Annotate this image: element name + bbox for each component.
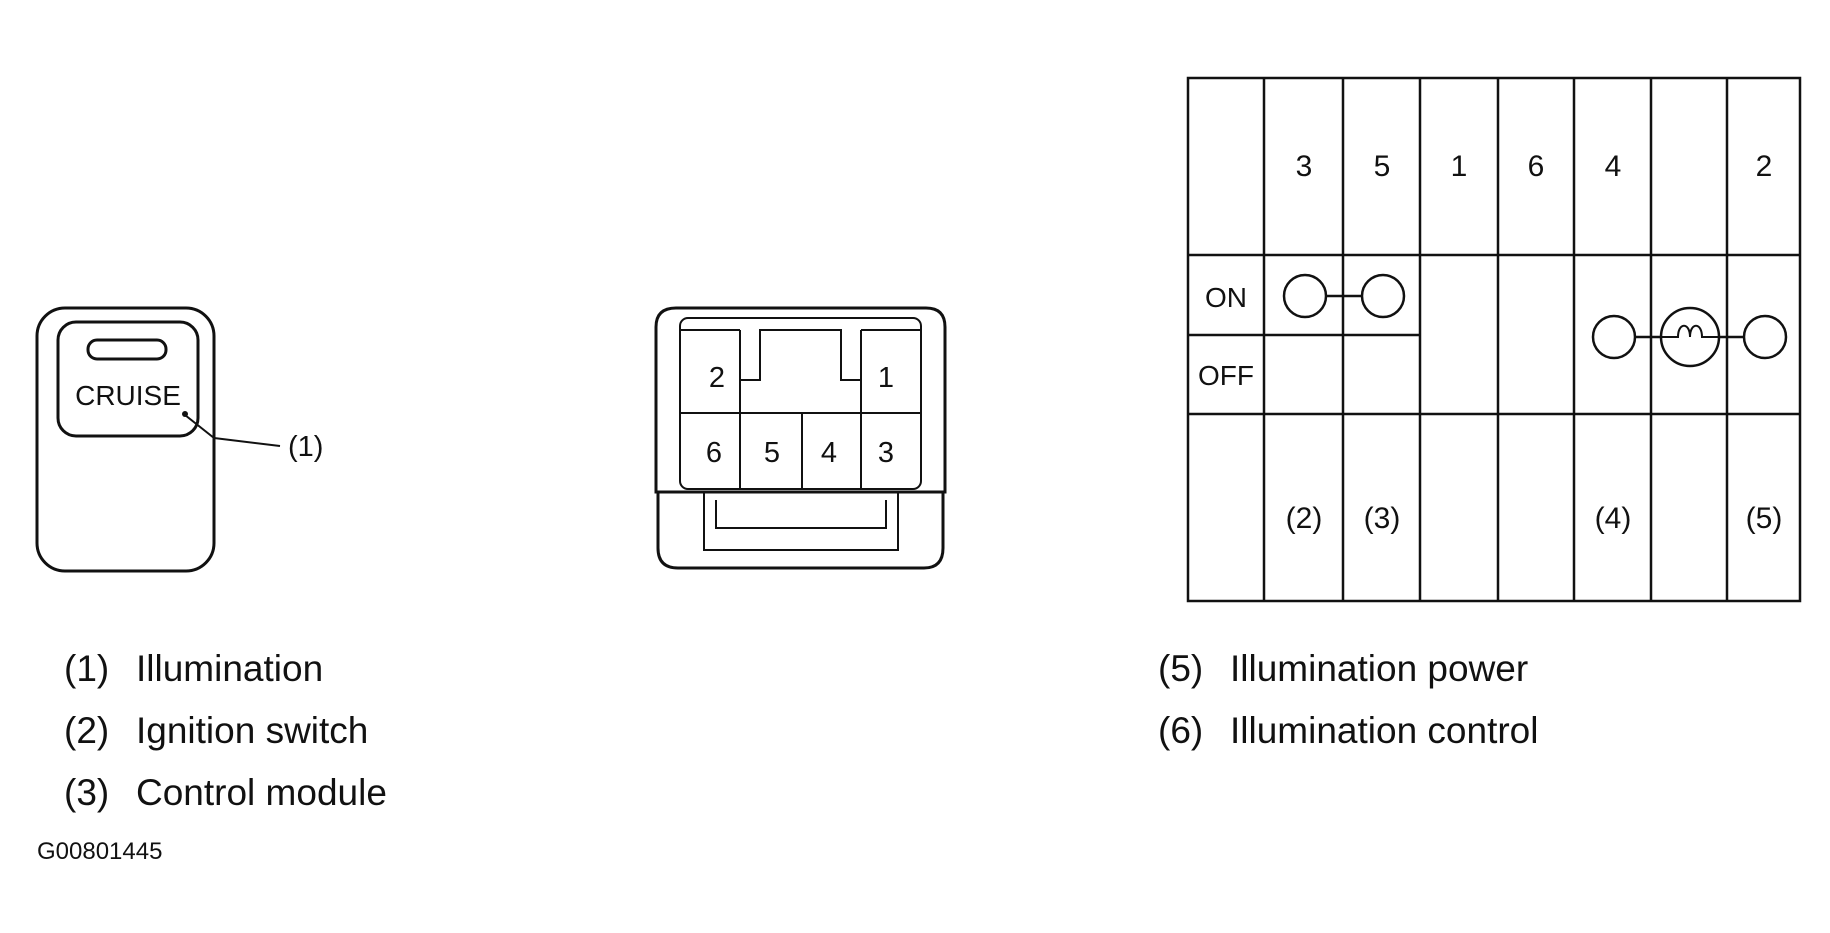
connector-skirt xyxy=(656,492,945,570)
legend-item: (1) Illumination xyxy=(64,648,323,690)
connector-housing xyxy=(654,306,947,494)
legend-text: Illumination control xyxy=(1230,710,1539,751)
pin-label: 3 xyxy=(878,437,894,469)
connector-lock xyxy=(703,492,899,551)
terminal-header: 3 xyxy=(1296,150,1313,183)
legend-number: (6) xyxy=(1158,710,1204,751)
connector-keyway xyxy=(740,329,861,381)
table-border xyxy=(1186,76,1802,603)
connector-inner xyxy=(679,317,922,490)
connector-pin-labels: 2 1 6 5 4 3 xyxy=(706,362,894,469)
illumination-point xyxy=(182,411,188,417)
legend-item: (2) Ignition switch xyxy=(64,710,368,752)
terminal-node xyxy=(1282,273,1328,319)
terminal-header: 1 xyxy=(1451,150,1468,183)
pin-label: 2 xyxy=(709,362,725,394)
cruise-switch xyxy=(35,306,281,573)
terminal-header: 5 xyxy=(1374,150,1391,183)
terminal-node xyxy=(1360,273,1406,319)
pin-label: 4 xyxy=(821,437,837,469)
pin-label: 6 xyxy=(706,437,722,469)
legend-number: (1) xyxy=(64,648,110,689)
terminal-node xyxy=(1742,314,1788,360)
bottom-label: (2) xyxy=(1286,502,1323,535)
switch-body xyxy=(35,306,216,573)
terminal-header: 6 xyxy=(1528,150,1545,183)
legend-number: (5) xyxy=(1158,648,1204,689)
connector xyxy=(654,306,947,570)
terminal-header: 2 xyxy=(1756,150,1773,183)
indicator-lamp-window xyxy=(86,338,168,361)
switch-face-text: CRUISE xyxy=(75,380,181,411)
bulb-filament xyxy=(1661,324,1719,338)
legend-item: (3) Control module xyxy=(64,772,387,814)
table-column-lines xyxy=(1262,78,1729,601)
legend-text: Control module xyxy=(136,772,387,813)
legend-item: (6) Illumination control xyxy=(1158,710,1538,752)
terminal-header: 4 xyxy=(1605,150,1622,183)
bottom-label: (3) xyxy=(1364,502,1401,535)
connector-lock-inner xyxy=(715,500,887,529)
legend-number: (3) xyxy=(64,772,110,813)
table-labels: 3 5 1 6 4 2 ON OFF (2) (3) (4) (5) xyxy=(1198,150,1782,535)
bottom-label: (4) xyxy=(1595,502,1632,535)
connector-column-dividers xyxy=(739,330,862,489)
legend-item: (5) Illumination power xyxy=(1158,648,1528,690)
row-label-on: ON xyxy=(1205,282,1247,313)
pin-label: 1 xyxy=(878,362,894,394)
legend-text: Ignition switch xyxy=(136,710,369,751)
switch-face xyxy=(56,320,200,438)
bottom-label: (5) xyxy=(1746,502,1783,535)
legend-text: Illumination xyxy=(136,648,324,689)
callout-leader-tail xyxy=(213,437,281,447)
terminal-node xyxy=(1591,314,1637,360)
figure-id: G00801445 xyxy=(37,838,163,865)
switch-callout-label: (1) xyxy=(288,431,323,463)
callout-leader xyxy=(184,414,215,439)
row-label-off: OFF xyxy=(1198,360,1254,391)
pin-label: 5 xyxy=(764,437,780,469)
legend-number: (2) xyxy=(64,710,110,751)
connection-table xyxy=(1186,76,1802,603)
legend-text: Illumination power xyxy=(1230,648,1529,689)
table-row-lines xyxy=(1188,253,1800,416)
